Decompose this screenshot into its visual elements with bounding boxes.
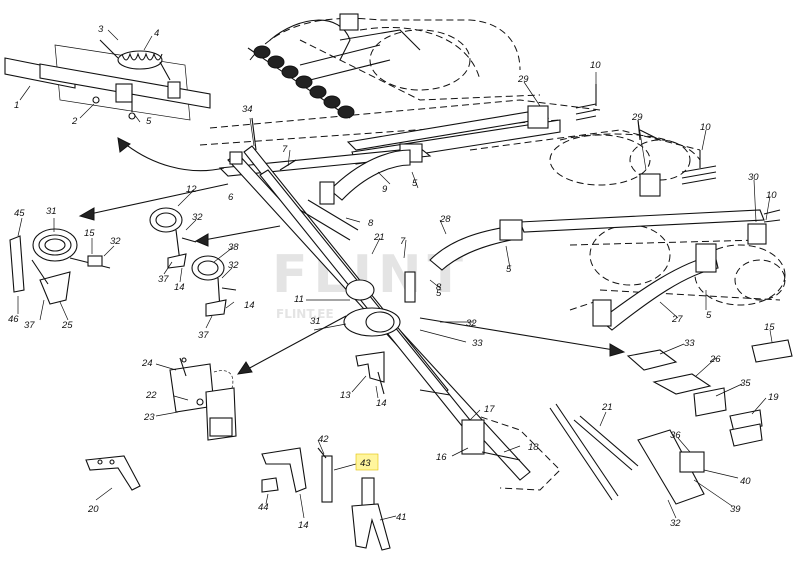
callout-46: 46 (8, 314, 19, 325)
callout-11: 11 (294, 294, 304, 305)
callout-1: 1 (14, 100, 19, 111)
callout-12: 12 (186, 184, 197, 195)
detail-tine-13 (355, 351, 385, 395)
callout-27: 27 (671, 314, 683, 325)
callout-17: 17 (484, 404, 495, 415)
callout-28: 28 (439, 214, 451, 225)
callout-32c: 32 (228, 260, 239, 271)
callout-22: 22 (145, 390, 157, 401)
callout-32d: 32 (466, 318, 477, 329)
callout-5c: 5 (506, 264, 512, 275)
highlight-box (355, 453, 379, 471)
callout-21b: 21 (601, 402, 613, 413)
detail-spring-assembly (4, 39, 211, 121)
callout-25: 25 (61, 320, 73, 331)
callout-13: 13 (340, 390, 351, 401)
callout-42: 42 (318, 434, 329, 445)
callout-10a: 10 (590, 60, 601, 71)
callout-10b: 10 (700, 122, 711, 133)
callout-15a: 15 (84, 228, 95, 239)
callout-labels: 1 2 3 4 5 5 5 5 5 6 7 7 8 8 9 10 10 10 1… (8, 24, 779, 531)
callout-14d: 14 (298, 520, 309, 531)
callout-44: 44 (258, 502, 269, 513)
frame-beams (218, 105, 767, 331)
callout-41: 41 (396, 512, 407, 523)
callout-14b: 14 (244, 300, 255, 311)
detail-blocks (549, 339, 793, 505)
detail-tine-38 (191, 255, 237, 317)
callout-37a: 37 (24, 320, 35, 331)
detail-tine-12 (149, 207, 197, 269)
callout-37b: 37 (158, 274, 169, 285)
callout-21a: 21 (373, 232, 385, 243)
callout-39: 39 (730, 504, 741, 515)
callout-24: 24 (141, 358, 153, 369)
callout-38: 38 (228, 242, 239, 253)
callout-7b: 7 (400, 236, 406, 247)
spiral-roller (247, 13, 421, 119)
callout-30: 30 (748, 172, 759, 183)
callout-8a: 8 (368, 218, 374, 229)
callout-26: 26 (709, 354, 721, 365)
callout-5b: 5 (412, 178, 418, 189)
callout-14a: 14 (174, 282, 185, 293)
watermark-site: FLINT.EE (276, 307, 334, 321)
callout-34: 34 (242, 104, 253, 115)
callout-33b: 33 (684, 338, 695, 349)
callout-31b: 31 (310, 316, 321, 327)
callout-18: 18 (528, 442, 539, 453)
detail-shovel (261, 447, 391, 551)
callout-9: 9 (382, 184, 388, 195)
callout-29a: 29 (517, 74, 529, 85)
callout-5a: 5 (146, 116, 152, 127)
callout-6: 6 (228, 192, 234, 203)
callout-7a: 7 (282, 144, 288, 155)
callout-35: 35 (740, 378, 751, 389)
callout-8b: 8 (436, 282, 442, 293)
callout-32a: 32 (110, 236, 121, 247)
detail-clamp-bracket (169, 357, 237, 441)
callout-32b: 32 (192, 212, 203, 223)
callout-36: 36 (670, 430, 681, 441)
callout-45: 45 (14, 208, 25, 219)
callout-15b: 15 (764, 322, 775, 333)
callout-4: 4 (154, 28, 159, 39)
callout-14c: 14 (376, 398, 387, 409)
callout-29b: 29 (631, 112, 643, 123)
callout-5d: 5 (706, 310, 712, 321)
callout-32e: 32 (670, 518, 681, 529)
detail-spring-tine (9, 228, 111, 305)
callout-3: 3 (98, 24, 104, 35)
drawbar (227, 145, 531, 481)
callout-2: 2 (71, 116, 78, 127)
callout-23: 23 (143, 412, 155, 423)
callout-16: 16 (436, 452, 447, 463)
callout-19: 19 (768, 392, 779, 403)
callout-40: 40 (740, 476, 751, 487)
callout-5e: 5 (436, 288, 442, 299)
callout-31a: 31 (46, 206, 57, 217)
callout-33a: 33 (472, 338, 483, 349)
callout-10c: 10 (766, 190, 777, 201)
callout-20: 20 (87, 504, 99, 515)
callout-43: 43 (360, 458, 371, 469)
arrows (78, 137, 626, 375)
leader-lines (17, 29, 773, 521)
detail-hook-20 (85, 455, 141, 491)
callout-37c: 37 (198, 330, 209, 341)
